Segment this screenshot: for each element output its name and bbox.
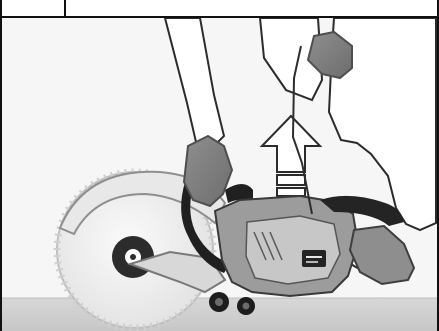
header-strip: [0, 0, 439, 18]
header-left-cell: [0, 0, 64, 16]
scene-illustration: [0, 18, 439, 331]
header-right-cell: [66, 0, 439, 16]
brand-badge: [302, 250, 326, 267]
